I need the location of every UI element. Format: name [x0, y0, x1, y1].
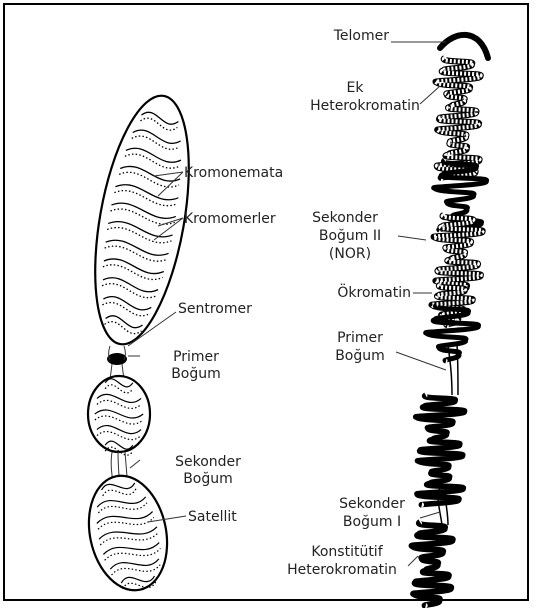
- satellite: [79, 468, 177, 597]
- label-telomer: Telomer: [333, 28, 389, 44]
- label-primer-line1: Primer: [337, 330, 383, 346]
- label-sentromer: Sentromer: [178, 301, 252, 317]
- label-sekonder-bogum-line1: Sekonder: [175, 454, 241, 470]
- label-primer-line2: Boğum: [335, 348, 385, 364]
- label-ek-line2: Heterokromatin: [310, 98, 420, 114]
- right-chromosome: [412, 35, 488, 606]
- label-ek-line1: Ek: [347, 80, 365, 96]
- label-sekonder-i-line2: Boğum I: [343, 514, 401, 530]
- label-sekonder-bogum-line2: Boğum: [183, 471, 233, 487]
- label-konstitutif-line2: Heterokromatin: [287, 562, 397, 578]
- middle-chromatid: [88, 376, 150, 455]
- chromatin-coils: [412, 58, 487, 606]
- label-sekonder-ii-line1: Sekonder: [312, 210, 378, 226]
- label-satellit: Satellit: [188, 509, 237, 525]
- label-primer-bogum-line2: Boğum: [171, 366, 221, 382]
- label-konstitutif-line1: Konstitütif: [311, 544, 383, 560]
- telomere: [440, 35, 488, 58]
- label-sekonder-ii-line2: Boğum II: [319, 228, 381, 244]
- label-primer-bogum-line1: Primer: [173, 349, 219, 365]
- label-sekonder-i-line1: Sekonder: [339, 496, 405, 512]
- label-okromatin: Ökromatin: [337, 283, 411, 301]
- label-sekonder-ii-line3: (NOR): [329, 246, 371, 262]
- label-kromonemata: Kromonemata: [184, 165, 283, 181]
- label-kromomerler: Kromomerler: [184, 211, 276, 227]
